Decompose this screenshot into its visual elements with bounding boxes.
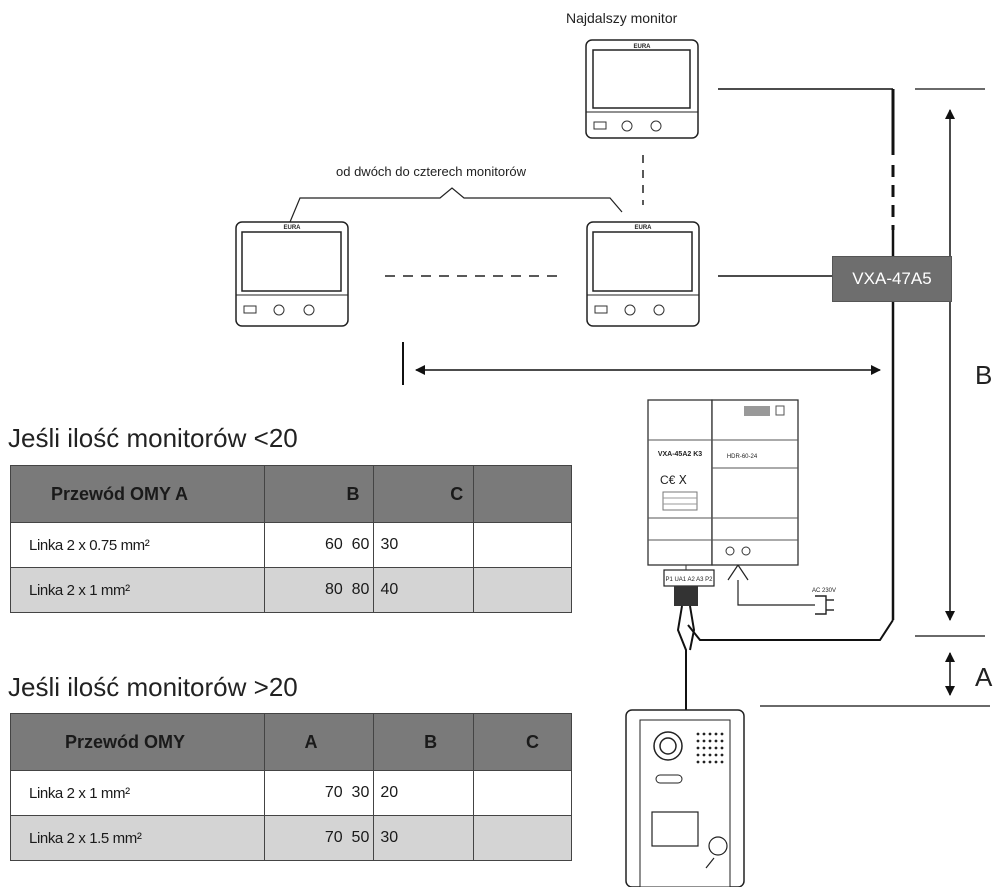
cable-name: Linka 2 x 1 mm² xyxy=(10,770,265,816)
group-label: od dwóch do czterech monitorów xyxy=(336,164,527,179)
empty-cell xyxy=(473,815,572,861)
value-a: 60 xyxy=(324,536,343,553)
empty-cell xyxy=(473,770,572,816)
empty-cell xyxy=(473,567,572,613)
terminal-label: P1 UA1 A2 A3 P2 xyxy=(665,577,713,583)
din-power-module: VXA-45A2 K3 HDR-60-24 C€ Ⅹ xyxy=(647,399,799,566)
header-cell xyxy=(473,465,572,523)
cable-name: Linka 2 x 1 mm² xyxy=(10,567,265,613)
header-cell: Przewód OMY xyxy=(10,713,265,771)
monitor-brand-top: EURA xyxy=(633,44,651,50)
value-a: 70 xyxy=(324,829,343,846)
table-row: Linka 2 x 1.5 mm² 70 50 30 xyxy=(10,815,572,861)
value-c: 20 xyxy=(373,770,475,816)
table-row: Linka 2 x 1 mm² 70 30 20 xyxy=(10,770,572,816)
farthest-monitor-label: Najdalszy monitor xyxy=(566,10,678,26)
power-cord xyxy=(727,564,815,606)
farthest-monitor: EURA xyxy=(585,39,699,139)
cable-name: Linka 2 x 0.75 mm² xyxy=(10,522,265,568)
table-header-row: Przewód OMY A B C xyxy=(10,465,572,523)
value-c: 30 xyxy=(373,815,475,861)
value-a: 70 xyxy=(324,784,343,801)
table-under-20: Przewód OMY A B C Linka 2 x 0.75 mm² 60 … xyxy=(10,465,572,613)
plug-label: AC 230V xyxy=(812,588,836,594)
monitor-brand-left: EURA xyxy=(283,225,301,231)
value-cell: 70 50 xyxy=(263,815,375,861)
distributor-box: VXA-47A5 xyxy=(832,256,952,302)
table-header-row: Przewód OMY A B C xyxy=(10,713,572,771)
header-cell: C xyxy=(373,465,475,523)
group-brace xyxy=(289,187,623,223)
table-row: Linka 2 x 0.75 mm² 60 60 30 xyxy=(10,522,572,568)
value-cell: 70 30 xyxy=(263,770,375,816)
table-over-20-heading: Jeśli ilość monitorów >20 xyxy=(8,672,298,702)
monitor-right: EURA xyxy=(586,221,700,327)
monitor-left: EURA xyxy=(235,221,349,327)
value-c: 30 xyxy=(373,522,475,568)
header-cell: B xyxy=(373,713,475,771)
value-b: 50 xyxy=(351,829,370,846)
cable-name: Linka 2 x 1.5 mm² xyxy=(10,815,265,861)
value-b: 60 xyxy=(351,536,370,553)
din-left-label: VXA-45A2 K3 xyxy=(658,451,702,458)
terminal-block: P1 UA1 A2 A3 P2 xyxy=(663,565,715,606)
svg-text:C€ Ⅹ: C€ Ⅹ xyxy=(660,473,687,487)
value-c: 40 xyxy=(373,567,475,613)
value-cell: 60 60 xyxy=(263,522,375,568)
header-cell: B xyxy=(263,465,375,523)
value-a: 80 xyxy=(324,581,343,598)
monitor-brand-right: EURA xyxy=(634,225,652,231)
dimension-b-label: B xyxy=(975,360,993,390)
value-b: 80 xyxy=(351,581,370,598)
value-cell: 80 80 xyxy=(263,567,375,613)
dimension-a-label: A xyxy=(975,662,993,692)
door-panel xyxy=(625,709,745,887)
table-under-20-heading: Jeśli ilość monitorów <20 xyxy=(8,423,298,453)
empty-cell xyxy=(473,522,572,568)
din-right-label: HDR-60-24 xyxy=(727,454,758,460)
value-b: 30 xyxy=(351,784,370,801)
table-over-20: Przewód OMY A B C Linka 2 x 1 mm² 70 30 … xyxy=(10,713,572,861)
table-row: Linka 2 x 1 mm² 80 80 40 xyxy=(10,567,572,613)
plug-icon: AC 230V xyxy=(812,588,836,615)
header-cell: C xyxy=(473,713,572,771)
header-cell: Przewód OMY A xyxy=(10,465,265,523)
header-cell: A xyxy=(263,713,375,771)
